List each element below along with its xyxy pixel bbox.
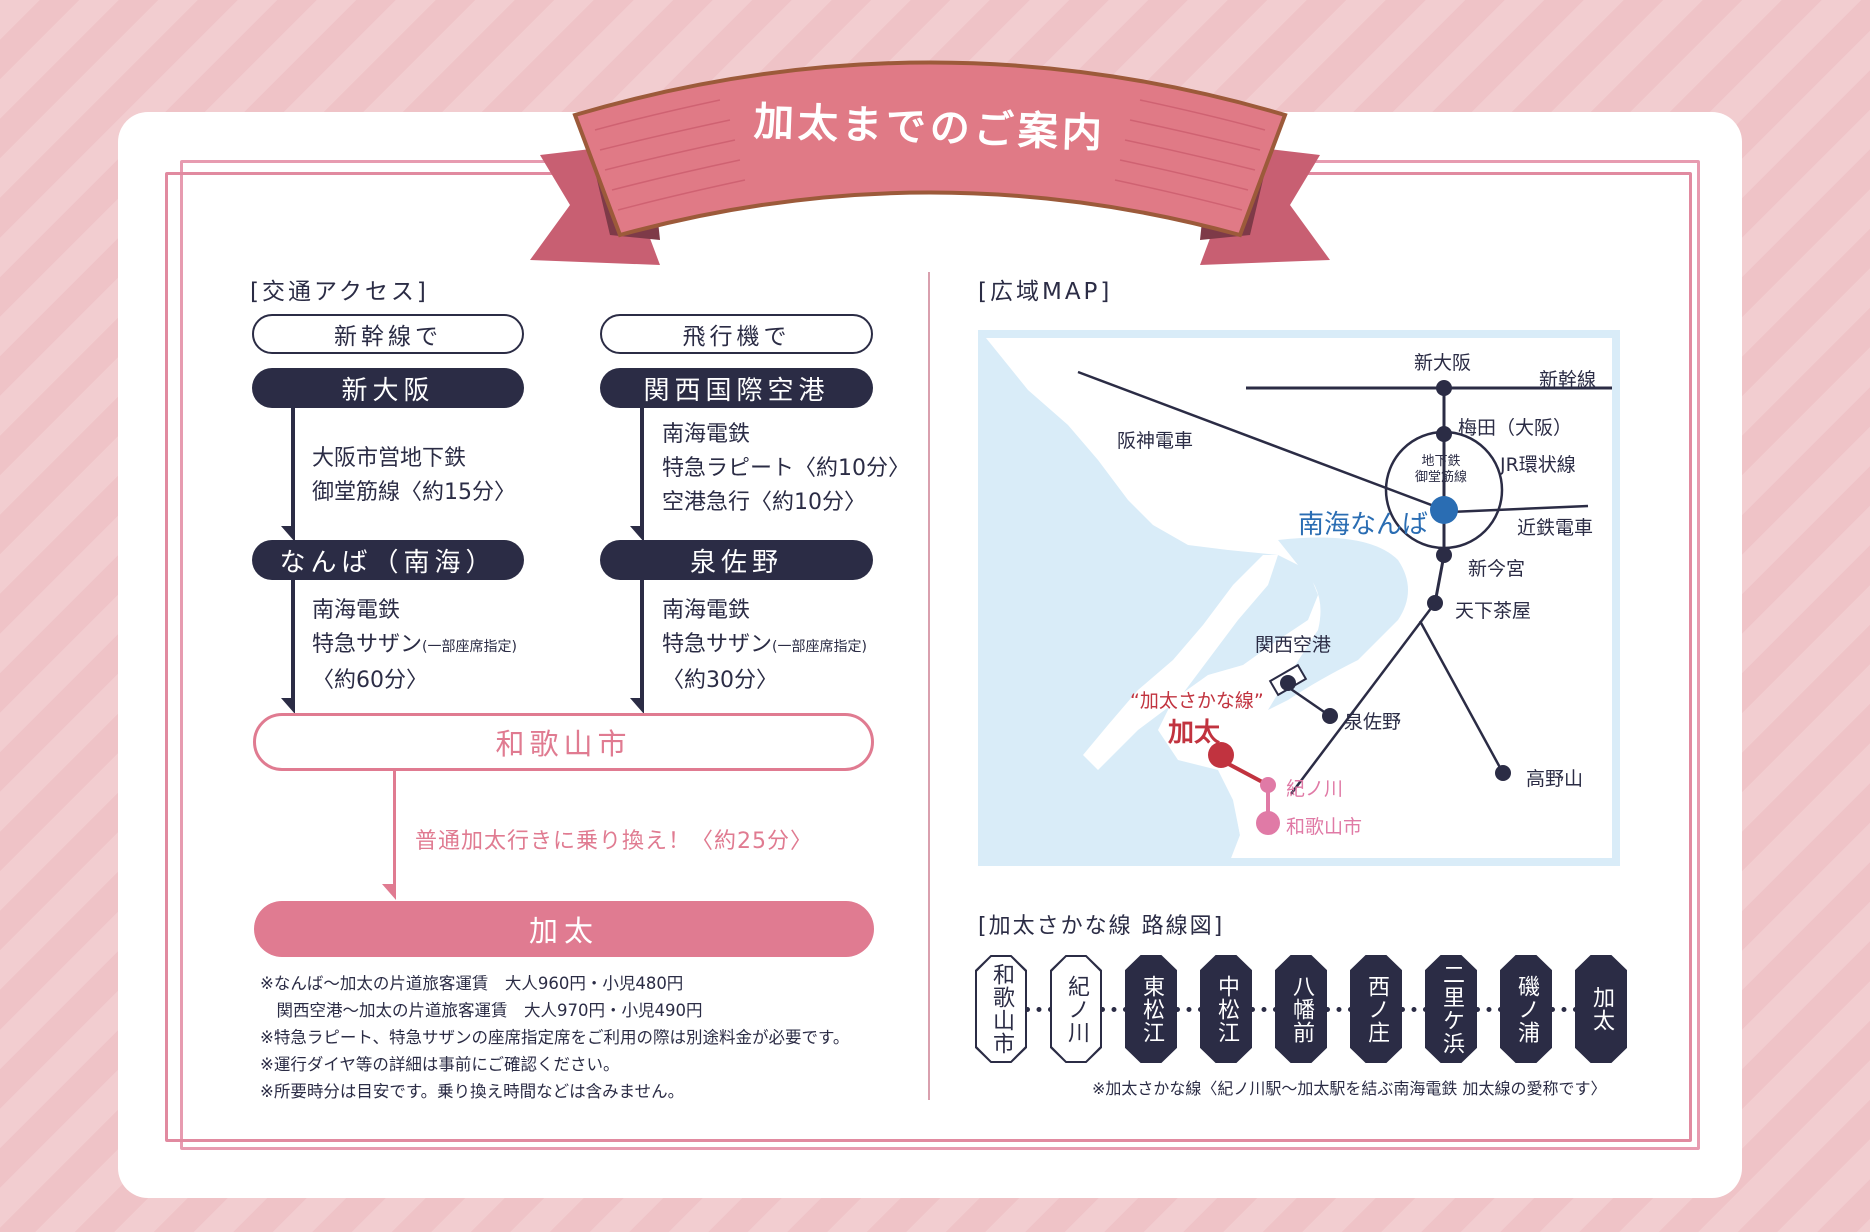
route-station-nirigahama: 二里ケ浜 [1425, 955, 1477, 1063]
route-connector [1100, 1007, 1128, 1013]
station-kansai-airport: 関西国際空港 [600, 368, 873, 408]
route-connector [1400, 1007, 1428, 1013]
route-step-subway: 大阪市営地下鉄 御堂筋線〈約15分〉 [312, 446, 516, 505]
route-station-kada: 加太 [1575, 955, 1627, 1063]
route-station-hachimanmae: 八幡前 [1275, 955, 1327, 1063]
mode-airplane-label: 飛行機で [600, 314, 873, 354]
map-station-koyasan: 高野山 [1526, 768, 1584, 790]
route-line [291, 406, 295, 532]
transfer-instruction: 普通加太行きに乗り換え！〈約25分〉 [415, 829, 813, 854]
route-station-nishinosho: 西ノ庄 [1350, 955, 1402, 1063]
ribbon-banner-icon [530, 60, 1330, 265]
map-station-izumisano: 泉佐野 [1344, 711, 1402, 733]
map-line-subway: 地下鉄 御堂筋線 [1415, 454, 1468, 485]
route-station-isonoura: 磯ノ浦 [1500, 955, 1552, 1063]
route-line-pink [393, 770, 396, 890]
arrow-down-icon [382, 884, 396, 900]
route-connector [1250, 1007, 1278, 1013]
map-line-kintetsu: 近鉄電車 [1517, 517, 1594, 539]
arrow-down-icon [281, 698, 295, 714]
map-kada-line-label: “加太さかな線” [1130, 690, 1264, 712]
map-station-kada: 加太 [1168, 718, 1221, 748]
map-line-shinkansen: 新幹線 [1539, 369, 1597, 391]
route-connector [1550, 1007, 1578, 1013]
station-wakayamashi: 和歌山市 [253, 713, 874, 771]
column-divider [928, 272, 930, 1100]
route-connector [1175, 1007, 1203, 1013]
station-izumisano: 泉佐野 [600, 540, 873, 580]
route-line [291, 578, 295, 706]
arrow-down-icon [630, 698, 644, 714]
route-map-title: [加太さかな線 路線図] [978, 914, 1225, 939]
route-connector [1475, 1007, 1503, 1013]
route-line [640, 406, 644, 532]
route-station-kinokawa: 紀ノ川 [1050, 955, 1102, 1063]
route-map-note: ※加太さかな線〈紀ノ川駅～加太駅を結ぶ南海電鉄 加太線の愛称です〉 [1092, 1079, 1607, 1098]
area-map: 新大阪 新幹線 阪神電車 梅田（大阪） JR環状線 地下鉄 御堂筋線 南海なんば… [978, 330, 1620, 866]
map-station-shin-osaka: 新大阪 [1414, 352, 1472, 374]
map-station-wakayamashi: 和歌山市 [1286, 816, 1363, 838]
map-graphic-icon [978, 330, 1620, 866]
map-station-umeda: 梅田（大阪） [1458, 417, 1573, 439]
fare-notes: ※なんば～加太の片道旅客運賃 大人960円・小児480円 関西空港～加太の片道旅… [260, 974, 850, 1101]
map-station-kinokawa: 紀ノ川 [1286, 778, 1344, 800]
map-station-shin-imamiya: 新今宮 [1468, 558, 1526, 580]
map-line-jr-loop: JR環状線 [1500, 454, 1576, 476]
arrow-down-icon [281, 526, 295, 542]
map-station-kansai-airport: 関西空港 [1255, 634, 1332, 656]
map-station-namba: 南海なんば [1298, 510, 1429, 540]
route-station-naka-matsue: 中松江 [1200, 955, 1252, 1063]
route-line [640, 578, 644, 706]
route-connector [1325, 1007, 1353, 1013]
station-kada-destination: 加太 [254, 901, 874, 957]
map-section-label: [広域MAP] [978, 279, 1113, 305]
station-namba: なんば（南海） [252, 540, 524, 580]
route-step-southern: 南海電鉄 特急サザン(一部座席指定) 〈約30分〉 [662, 598, 867, 693]
route-step-rapit: 南海電鉄 特急ラピート〈約10分〉 空港急行〈約10分〉 [662, 422, 910, 515]
mode-shinkansen-label: 新幹線で [252, 314, 524, 354]
route-station-wakayamashi: 和歌山市 [975, 955, 1027, 1063]
station-shin-osaka: 新大阪 [252, 368, 524, 408]
access-section-label: [交通アクセス] [250, 279, 429, 305]
arrow-down-icon [630, 526, 644, 542]
route-connector [1025, 1007, 1053, 1013]
map-line-hanshin: 阪神電車 [1117, 430, 1194, 452]
route-station-higashi-matsue: 東松江 [1125, 955, 1177, 1063]
route-diagram: 和歌山市 紀ノ川 東松江 中松江 八幡前 西ノ庄 二里ケ浜 磯ノ浦 加太 [975, 955, 1627, 1065]
route-step-nankai: 南海電鉄 特急サザン(一部座席指定) 〈約60分〉 [312, 598, 517, 693]
map-station-tengachaya: 天下茶屋 [1455, 600, 1532, 622]
